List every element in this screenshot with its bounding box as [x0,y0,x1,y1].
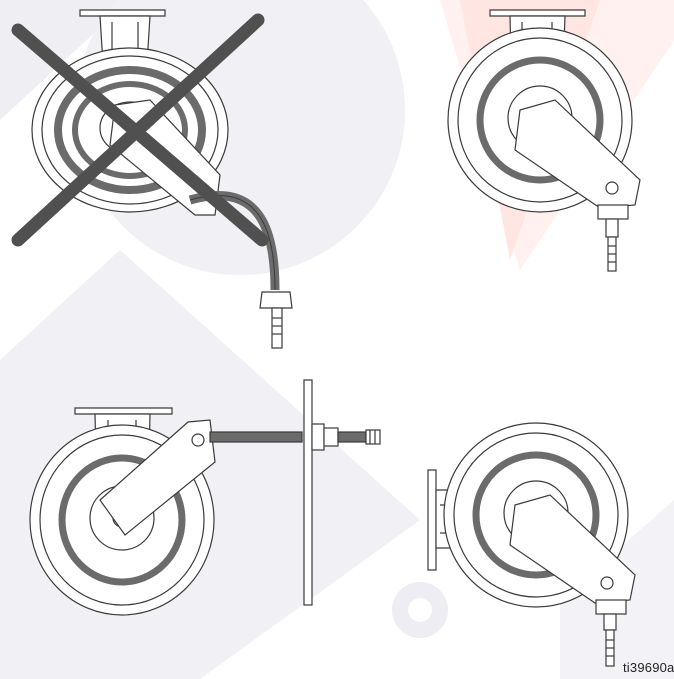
incorrect-cross-icon [11,13,269,247]
reel-hose-down [447,9,641,272]
reel-wall-mounted-hose-down [427,422,636,667]
reel-hose-side-wall [29,379,381,616]
figure-label: ti39690a [623,660,674,675]
